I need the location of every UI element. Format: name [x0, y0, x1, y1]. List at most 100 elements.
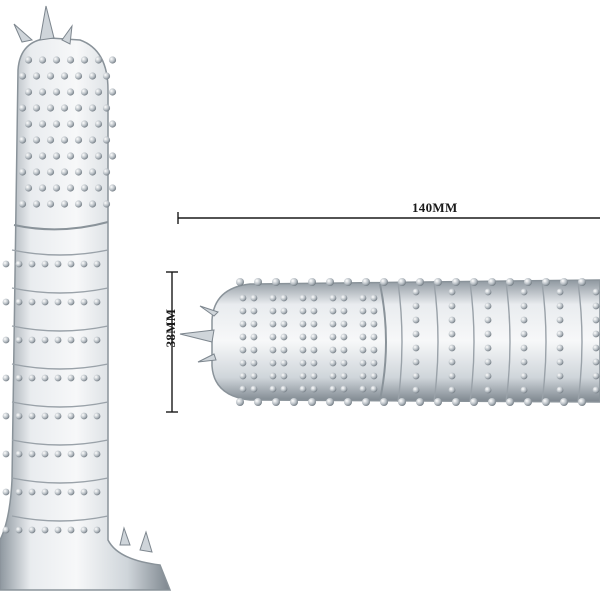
nub	[484, 386, 492, 394]
nub	[290, 398, 298, 406]
nub	[484, 302, 492, 310]
nub	[299, 346, 307, 354]
nub	[448, 330, 456, 338]
nub	[280, 307, 288, 315]
nub	[560, 398, 568, 406]
nub	[41, 488, 49, 496]
nub	[578, 398, 586, 406]
nub	[18, 104, 27, 112]
nub	[340, 294, 348, 302]
nub	[448, 358, 456, 366]
nub	[542, 278, 550, 286]
nub	[52, 184, 61, 192]
nub	[15, 526, 23, 534]
nub	[416, 278, 424, 286]
nub	[299, 385, 307, 393]
nub	[15, 298, 23, 306]
nub	[340, 359, 348, 367]
nub	[542, 398, 550, 406]
nub	[54, 374, 62, 382]
nub	[448, 372, 456, 380]
nub	[484, 358, 492, 366]
nub	[88, 72, 97, 80]
nub	[80, 336, 88, 344]
nub	[239, 346, 247, 354]
nub	[299, 372, 307, 380]
nub	[290, 278, 298, 286]
nub	[329, 385, 337, 393]
nub	[359, 372, 367, 380]
nub	[18, 72, 27, 80]
nub	[269, 385, 277, 393]
nub	[93, 374, 101, 382]
nub	[80, 450, 88, 458]
nub	[80, 56, 89, 64]
nub	[370, 333, 378, 341]
nub	[250, 333, 258, 341]
nub	[520, 288, 528, 296]
nub	[329, 359, 337, 367]
nub	[269, 307, 277, 315]
nub	[280, 333, 288, 341]
nub	[310, 359, 318, 367]
nub	[359, 333, 367, 341]
nub	[15, 260, 23, 268]
nub	[310, 294, 318, 302]
nub	[239, 307, 247, 315]
nub	[340, 333, 348, 341]
nub	[108, 56, 117, 64]
nub	[24, 184, 33, 192]
nub	[66, 152, 75, 160]
nub	[41, 374, 49, 382]
nub	[28, 526, 36, 534]
nub	[470, 278, 478, 286]
nub	[556, 316, 564, 324]
nub	[80, 184, 89, 192]
nub	[452, 278, 460, 286]
nub	[269, 320, 277, 328]
nub	[88, 200, 97, 208]
nub	[310, 372, 318, 380]
nub	[484, 330, 492, 338]
nub	[250, 307, 258, 315]
nub	[80, 120, 89, 128]
nub	[250, 320, 258, 328]
nub	[24, 88, 33, 96]
nub	[412, 288, 420, 296]
nub	[359, 359, 367, 367]
nub	[54, 260, 62, 268]
nub	[308, 278, 316, 286]
nub	[310, 385, 318, 393]
nub	[412, 372, 420, 380]
nub	[46, 136, 55, 144]
nub	[74, 168, 83, 176]
nub	[28, 488, 36, 496]
nub	[41, 336, 49, 344]
nub	[15, 412, 23, 420]
nub	[412, 330, 420, 338]
nub	[102, 104, 111, 112]
nub	[67, 450, 75, 458]
nub	[484, 372, 492, 380]
nub	[310, 320, 318, 328]
nub	[340, 307, 348, 315]
nub	[556, 386, 564, 394]
nub	[32, 104, 41, 112]
nub	[41, 526, 49, 534]
nub	[592, 372, 600, 380]
nub	[2, 260, 10, 268]
nub	[93, 260, 101, 268]
nub	[524, 398, 532, 406]
nub	[88, 136, 97, 144]
nub	[370, 320, 378, 328]
nub	[108, 88, 117, 96]
nub	[520, 344, 528, 352]
nub	[592, 288, 600, 296]
nub	[239, 333, 247, 341]
nub	[80, 412, 88, 420]
nub	[344, 398, 352, 406]
nub	[520, 372, 528, 380]
nub	[484, 316, 492, 324]
nub	[520, 316, 528, 324]
nub	[250, 372, 258, 380]
